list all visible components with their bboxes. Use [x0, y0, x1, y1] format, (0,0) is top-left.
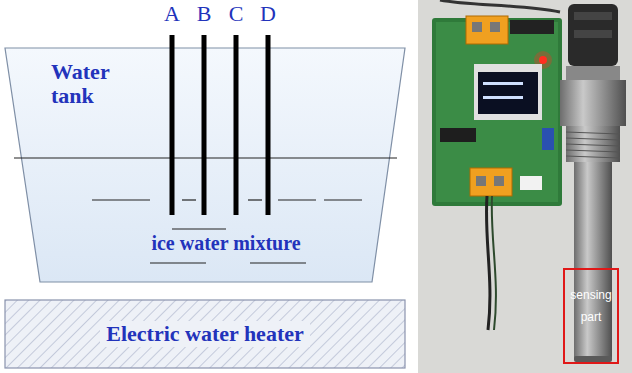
- electrode-rods: [172, 35, 268, 215]
- mixture-label: ice water mixture: [151, 232, 300, 254]
- sensing-box: sensing part: [563, 268, 619, 364]
- node-label: sensing part: [565, 270, 617, 328]
- electrode-letter: A: [164, 2, 180, 26]
- electrode-letter: B: [197, 2, 212, 26]
- electrode-letter: C: [229, 2, 244, 26]
- node-label: Electric water heater: [5, 300, 405, 368]
- heater-block: Electric water heater: [5, 300, 405, 368]
- heater-plate: [5, 300, 405, 368]
- sensor-photo: [418, 0, 632, 373]
- electrode-letter: D: [260, 2, 276, 26]
- node-label: Water tank: [51, 60, 123, 108]
- ice-marks: [92, 200, 362, 263]
